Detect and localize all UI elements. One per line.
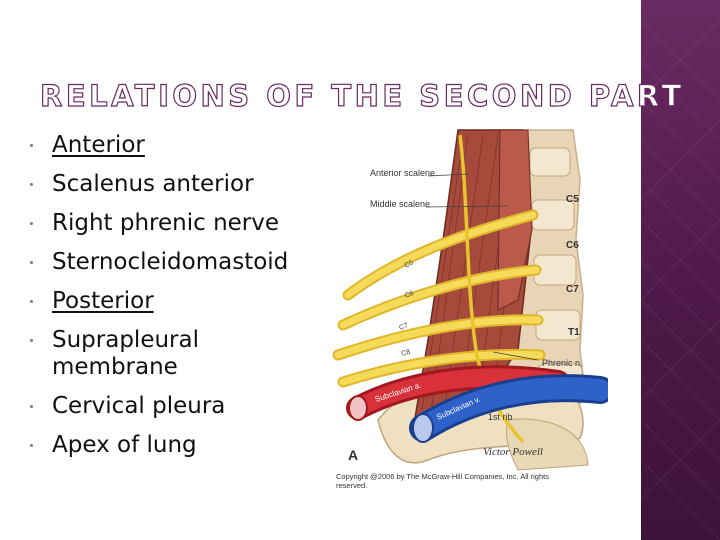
bullet-dot-icon [30, 183, 33, 186]
artist-signature: Victor Powell [483, 446, 543, 458]
label-t1: T1 [568, 327, 580, 338]
anatomy-illustration: Anterior scalene Middle scalene C5 C6 C7… [318, 120, 608, 500]
decorative-side-band [641, 0, 720, 540]
bullet-dot-icon [30, 222, 33, 225]
bullet-item: Cervical pleura [30, 393, 330, 420]
bullet-dot-icon [30, 405, 33, 408]
bullet-item: Suprapleural membrane [30, 327, 330, 381]
bullet-dot-icon [30, 339, 33, 342]
label-phrenic: Phrenic n. [542, 358, 583, 368]
bullet-text: Sternocleidomastoid [52, 249, 289, 275]
bullet-text: Posterior [52, 288, 154, 314]
bullet-dot-icon [30, 444, 33, 447]
rib-head [505, 418, 589, 471]
bullet-text: Apex of lung [52, 432, 197, 458]
label-anterior-scalene: Anterior scalene [370, 168, 435, 178]
bullet-text: Scalenus anterior [52, 171, 254, 197]
label-c6: C6 [566, 240, 579, 251]
bullet-dot-icon [30, 300, 33, 303]
bullet-dot-icon [30, 261, 33, 264]
nerve-label-c6: C6 [404, 290, 415, 300]
bullet-item: Right phrenic nerve [30, 210, 330, 237]
bullet-text: Anterior [52, 132, 145, 158]
band-pattern [641, 19, 720, 540]
bullet-dot-icon [30, 144, 33, 147]
phrenic-nerve [458, 134, 525, 444]
bullet-item: Scalenus anterior [30, 171, 330, 198]
bullet-item: Apex of lung [30, 432, 330, 459]
slide-title: RELATIONS OF THE SECOND PART [39, 78, 685, 113]
label-c5: C5 [566, 194, 579, 205]
bullet-text: Suprapleural membrane [52, 327, 199, 380]
bullet-item-anterior: Anterior [30, 132, 330, 159]
leader-lines [425, 173, 539, 361]
brachial-plexus [332, 209, 546, 407]
bullet-list: Anterior Scalenus anterior Right phrenic… [30, 132, 330, 471]
subclavian-vein [409, 374, 608, 443]
nerve-label-c8: C8 [401, 349, 412, 358]
nerve-label-c7: C7 [398, 322, 409, 332]
bullet-item-posterior: Posterior [30, 288, 330, 315]
panel-letter: A [348, 447, 358, 463]
bullet-text: Cervical pleura [52, 393, 226, 419]
bullet-item: Sternocleidomastoid [30, 249, 330, 276]
copyright-notice: Copyright @2006 by The McGraw-Hill Compa… [336, 472, 549, 490]
bullet-text: Right phrenic nerve [52, 210, 280, 236]
nerve-label-c5: C5 [404, 259, 415, 270]
label-middle-scalene: Middle scalene [370, 199, 430, 209]
label-first-rib: 1st rib [488, 412, 513, 422]
label-c7: C7 [566, 284, 579, 295]
